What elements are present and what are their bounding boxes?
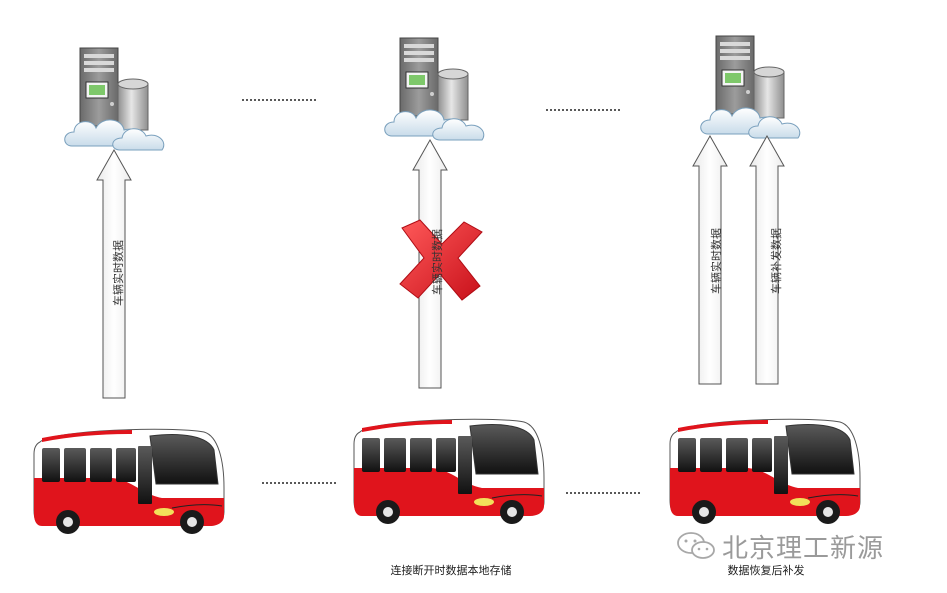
watermark-text: 北京理工新源 bbox=[722, 533, 885, 564]
arrow-label-text: 车辆实时数据 bbox=[112, 240, 125, 306]
arrow-label-text: 车辆补发数据 bbox=[770, 228, 783, 294]
server-cloud-icon bbox=[384, 37, 485, 141]
arrow-label-text: 车辆实时数据 bbox=[431, 229, 444, 295]
arrow-label-text: 车辆实时数据 bbox=[710, 228, 723, 294]
server-cloud-icon bbox=[64, 47, 165, 151]
caption-middle: 连接断开时数据本地存储 bbox=[390, 564, 512, 577]
server-cloud-icon bbox=[700, 35, 801, 139]
bus-icon bbox=[669, 418, 861, 525]
wechat-logo-icon bbox=[677, 532, 715, 559]
bus-icon bbox=[33, 428, 225, 535]
watermark: 北京理工新源 bbox=[676, 528, 884, 564]
bus-icon bbox=[353, 418, 545, 525]
caption-right: 数据恢复后补发 bbox=[727, 564, 805, 577]
red-cross-icon bbox=[399, 219, 483, 301]
